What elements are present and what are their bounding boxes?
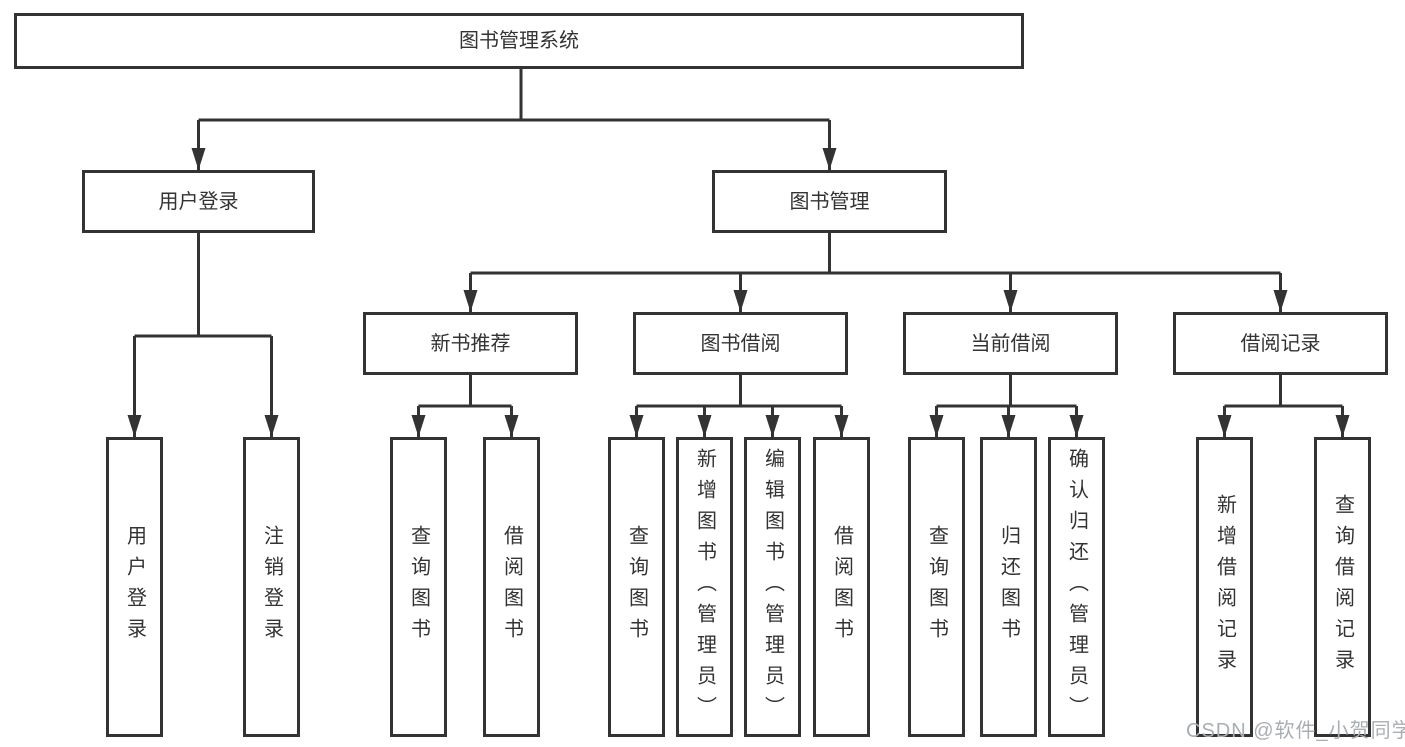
node-borrow-records: 借阅记录	[1173, 312, 1388, 375]
leaf-confirm-return-admin: 确认归还（管理员）	[1048, 437, 1105, 737]
node-new-book-recommend: 新书推荐	[363, 312, 578, 375]
leaf-query-borrow-record: 查询借阅记录	[1314, 437, 1371, 737]
node-user-login: 用户登录	[82, 170, 315, 233]
leaf-borrow-books-recommend: 借阅图书	[483, 437, 540, 737]
leaf-borrow-books: 借阅图书	[813, 437, 870, 737]
node-current-borrow: 当前借阅	[903, 312, 1118, 375]
leaf-add-borrow-record: 新增借阅记录	[1196, 437, 1253, 737]
leaf-user-login: 用户登录	[106, 437, 163, 737]
leaf-logout: 注销登录	[243, 437, 300, 737]
csdn-watermark: CSDN @软件_小贺同学	[1186, 720, 1405, 742]
leaf-query-books-current: 查询图书	[908, 437, 965, 737]
node-library-management-system: 图书管理系统	[14, 13, 1024, 69]
leaf-query-books-borrow: 查询图书	[608, 437, 665, 737]
leaf-return-books: 归还图书	[980, 437, 1037, 737]
node-book-management: 图书管理	[712, 170, 947, 233]
node-book-borrow: 图书借阅	[633, 312, 848, 375]
leaf-query-books-recommend: 查询图书	[390, 437, 447, 737]
leaf-edit-book-admin: 编辑图书（管理员）	[744, 437, 801, 737]
leaf-add-book-admin: 新增图书（管理员）	[676, 437, 733, 737]
